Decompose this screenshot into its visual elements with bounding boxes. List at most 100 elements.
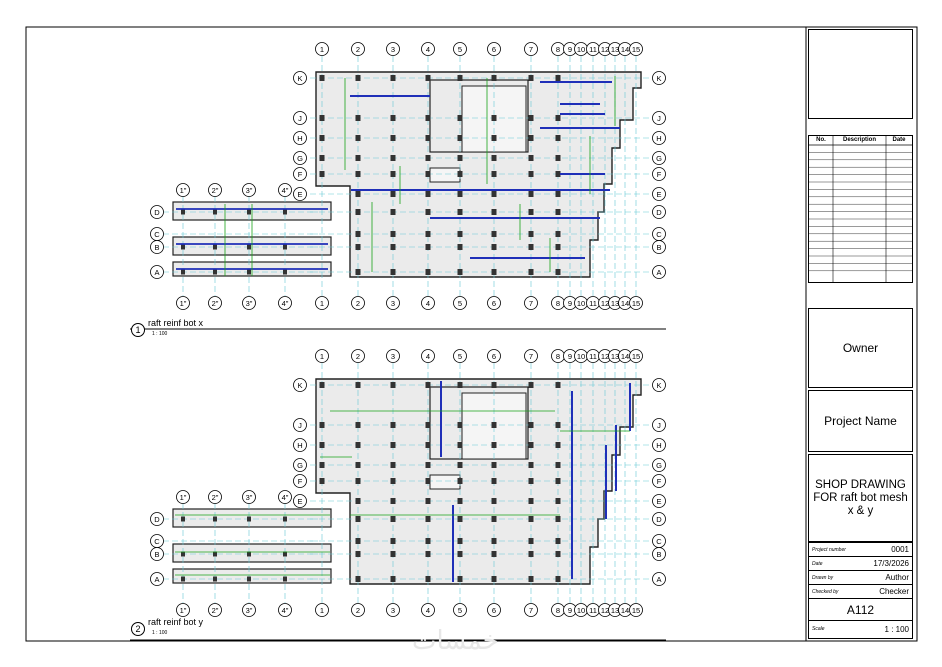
column-mark (528, 75, 534, 81)
column-mark (457, 135, 463, 141)
column-mark (457, 191, 463, 197)
column-mark (181, 576, 185, 582)
column-mark (425, 231, 431, 237)
grid-label: 2" (212, 606, 219, 615)
column-mark (247, 516, 251, 522)
column-mark (528, 244, 534, 250)
column-mark (555, 231, 561, 237)
core-lobby (429, 474, 461, 490)
slab-strip (172, 543, 332, 563)
column-mark (319, 382, 325, 388)
grid-label: J (298, 114, 302, 123)
grid-label: 2 (356, 45, 360, 54)
column-mark (181, 209, 185, 215)
grid-bubble (351, 603, 365, 617)
column-mark (555, 171, 561, 177)
column-mark (425, 115, 431, 121)
column-mark (555, 498, 561, 504)
column-mark (425, 442, 431, 448)
grid-bubble (293, 458, 307, 472)
column-mark (528, 231, 534, 237)
grid-bubble (351, 42, 365, 56)
grid-bubble (208, 183, 222, 197)
grid-bubble (293, 167, 307, 181)
rev-date-header: Date (892, 137, 906, 143)
column-mark (390, 115, 396, 121)
column-mark (355, 115, 361, 121)
grid-bubble (242, 603, 256, 617)
grid-label: 3 (391, 299, 395, 308)
column-mark (528, 516, 534, 522)
info-label: Date (812, 561, 823, 567)
grid-label: 6 (492, 299, 496, 308)
grid-label: 15 (632, 299, 640, 308)
column-mark (555, 462, 561, 468)
grid-label: 8 (556, 299, 560, 308)
grid-label: F (298, 477, 303, 486)
column-mark (247, 269, 251, 275)
grid-label: 3" (246, 299, 253, 308)
slab-strip (172, 508, 332, 528)
column-mark (355, 269, 361, 275)
info-label: Project number (812, 547, 846, 553)
info-label: Scale (812, 626, 825, 632)
grid-label: 15 (632, 45, 640, 54)
column-mark (283, 269, 287, 275)
grid-label: 6 (492, 352, 496, 361)
grid-label: E (297, 190, 302, 199)
grid-label: 2 (356, 606, 360, 615)
grid-label: 8 (556, 352, 560, 361)
grid-label: 11 (589, 352, 597, 361)
grid-bubble (524, 42, 538, 56)
column-mark (528, 191, 534, 197)
grid-bubble (652, 438, 666, 452)
column-mark (425, 498, 431, 504)
grid-bubble (487, 42, 501, 56)
grid-label: 1" (180, 606, 187, 615)
grid-bubble (293, 151, 307, 165)
column-mark (390, 269, 396, 275)
column-mark (390, 576, 396, 582)
column-mark (528, 442, 534, 448)
column-mark (457, 75, 463, 81)
column-mark (355, 538, 361, 544)
grid-label: 14 (621, 299, 629, 308)
column-mark (491, 498, 497, 504)
column-mark (355, 155, 361, 161)
column-mark (425, 171, 431, 177)
column-mark (390, 231, 396, 237)
grid-bubble (150, 240, 164, 254)
grid-label: H (297, 134, 302, 143)
grid-label: 10 (577, 299, 585, 308)
grid-label: J (657, 114, 661, 123)
grid-label: 1 (320, 606, 324, 615)
grid-label: D (656, 515, 662, 524)
column-mark (355, 231, 361, 237)
column-mark (555, 244, 561, 250)
info-label: Drawn by (812, 575, 834, 581)
column-mark (491, 442, 497, 448)
column-mark (528, 209, 534, 215)
column-mark (457, 115, 463, 121)
grid-label: A (154, 575, 159, 584)
column-mark (213, 576, 217, 582)
grid-label: K (656, 381, 661, 390)
grid-label: 4" (282, 186, 289, 195)
column-mark (390, 382, 396, 388)
grid-label: F (657, 477, 662, 486)
grid-bubble (208, 296, 222, 310)
column-mark (425, 422, 431, 428)
grid-bubble (176, 490, 190, 504)
grid-bubble (315, 603, 329, 617)
column-mark (425, 538, 431, 544)
grid-label: 15 (632, 606, 640, 615)
title-block: No. Description Date Owner Project Name … (806, 27, 917, 641)
project-name-box: Project Name (808, 390, 913, 452)
column-mark (457, 171, 463, 177)
grid-label: 3 (391, 45, 395, 54)
grid-label: 2" (212, 493, 219, 502)
grid-bubble (453, 42, 467, 56)
rev-no-header: No. (816, 137, 826, 143)
